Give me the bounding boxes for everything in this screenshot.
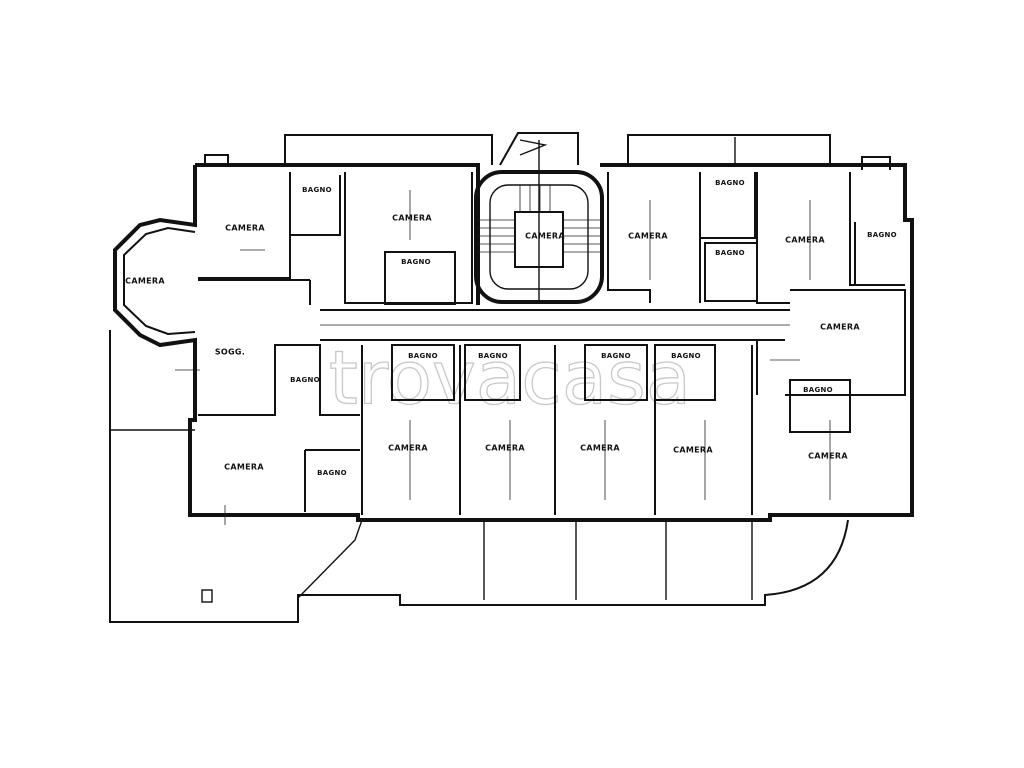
watermark: trovacasa	[329, 336, 691, 422]
grid-lines	[175, 190, 831, 525]
room-label: CAMERA	[785, 236, 825, 245]
room-label: BAGNO	[302, 186, 332, 194]
room-label: BAGNO	[401, 258, 431, 266]
room-label: CAMERA	[125, 277, 165, 286]
room-label: CAMERA	[580, 444, 620, 453]
room-label: BAGNO	[601, 352, 631, 360]
room-label: BAGNO	[715, 249, 745, 257]
room-label: BAGNO	[317, 469, 347, 477]
room-label: CAMERA	[525, 232, 565, 241]
room-label: CAMERA	[628, 232, 668, 241]
room-label: SOGG.	[215, 348, 245, 357]
building-walls	[113, 139, 914, 522]
room-label: CAMERA	[808, 452, 848, 461]
room-label: CAMERA	[388, 444, 428, 453]
room-label: BAGNO	[290, 376, 320, 384]
room-label: CAMERA	[392, 214, 432, 223]
room-label: BAGNO	[408, 352, 438, 360]
room-labels: CAMERA BAGNO CAMERA BAGNO CAMERA CAMERA …	[125, 179, 897, 477]
room-label: BAGNO	[671, 352, 701, 360]
room-label: CAMERA	[224, 463, 264, 472]
room-label: BAGNO	[803, 386, 833, 394]
room-label: BAGNO	[478, 352, 508, 360]
terrace-outline	[109, 330, 849, 623]
room-label: BAGNO	[867, 231, 897, 239]
room-label: CAMERA	[485, 444, 525, 453]
room-label: CAMERA	[225, 224, 265, 233]
room-label: BAGNO	[715, 179, 745, 187]
room-label: CAMERA	[820, 323, 860, 332]
room-label: CAMERA	[673, 446, 713, 455]
